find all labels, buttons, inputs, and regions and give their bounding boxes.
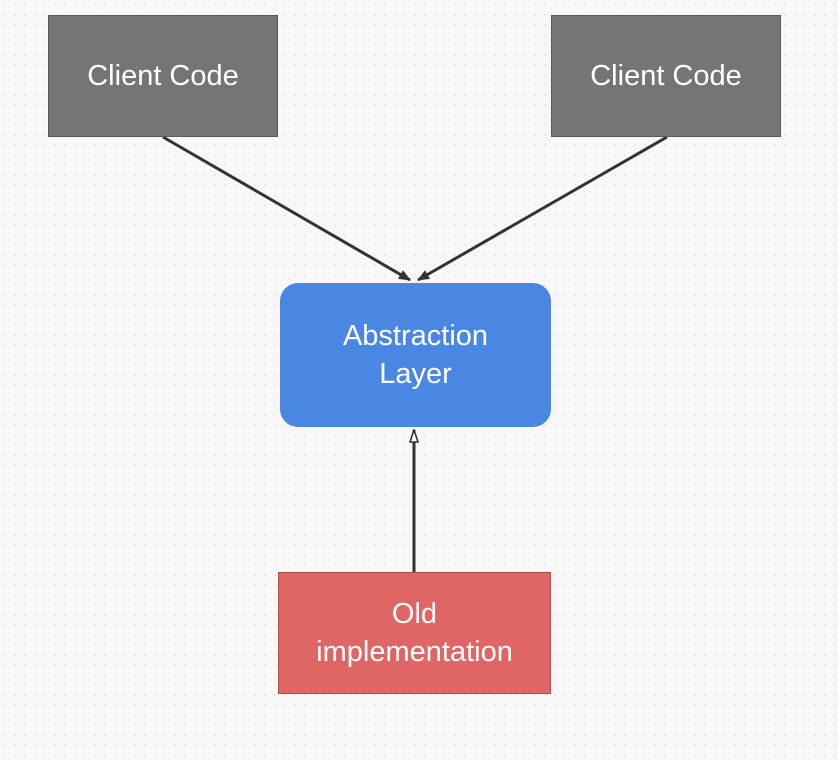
client-code-label-right: Client Code bbox=[590, 60, 742, 92]
abstraction-layer-label: Abstraction Layer bbox=[342, 320, 489, 390]
client-code-box-left: Client Code bbox=[48, 15, 278, 137]
old-implementation-box: Old implementation bbox=[278, 572, 551, 694]
client-code-box-right: Client Code bbox=[551, 15, 781, 137]
abstraction-layer-box: Abstraction Layer bbox=[280, 283, 551, 427]
old-implementation-label: Old implementation bbox=[316, 598, 513, 668]
edge-client-left-to-abstraction bbox=[162, 135, 411, 282]
client-code-label-left: Client Code bbox=[87, 60, 239, 92]
edge-client-right-to-abstraction bbox=[417, 135, 668, 282]
